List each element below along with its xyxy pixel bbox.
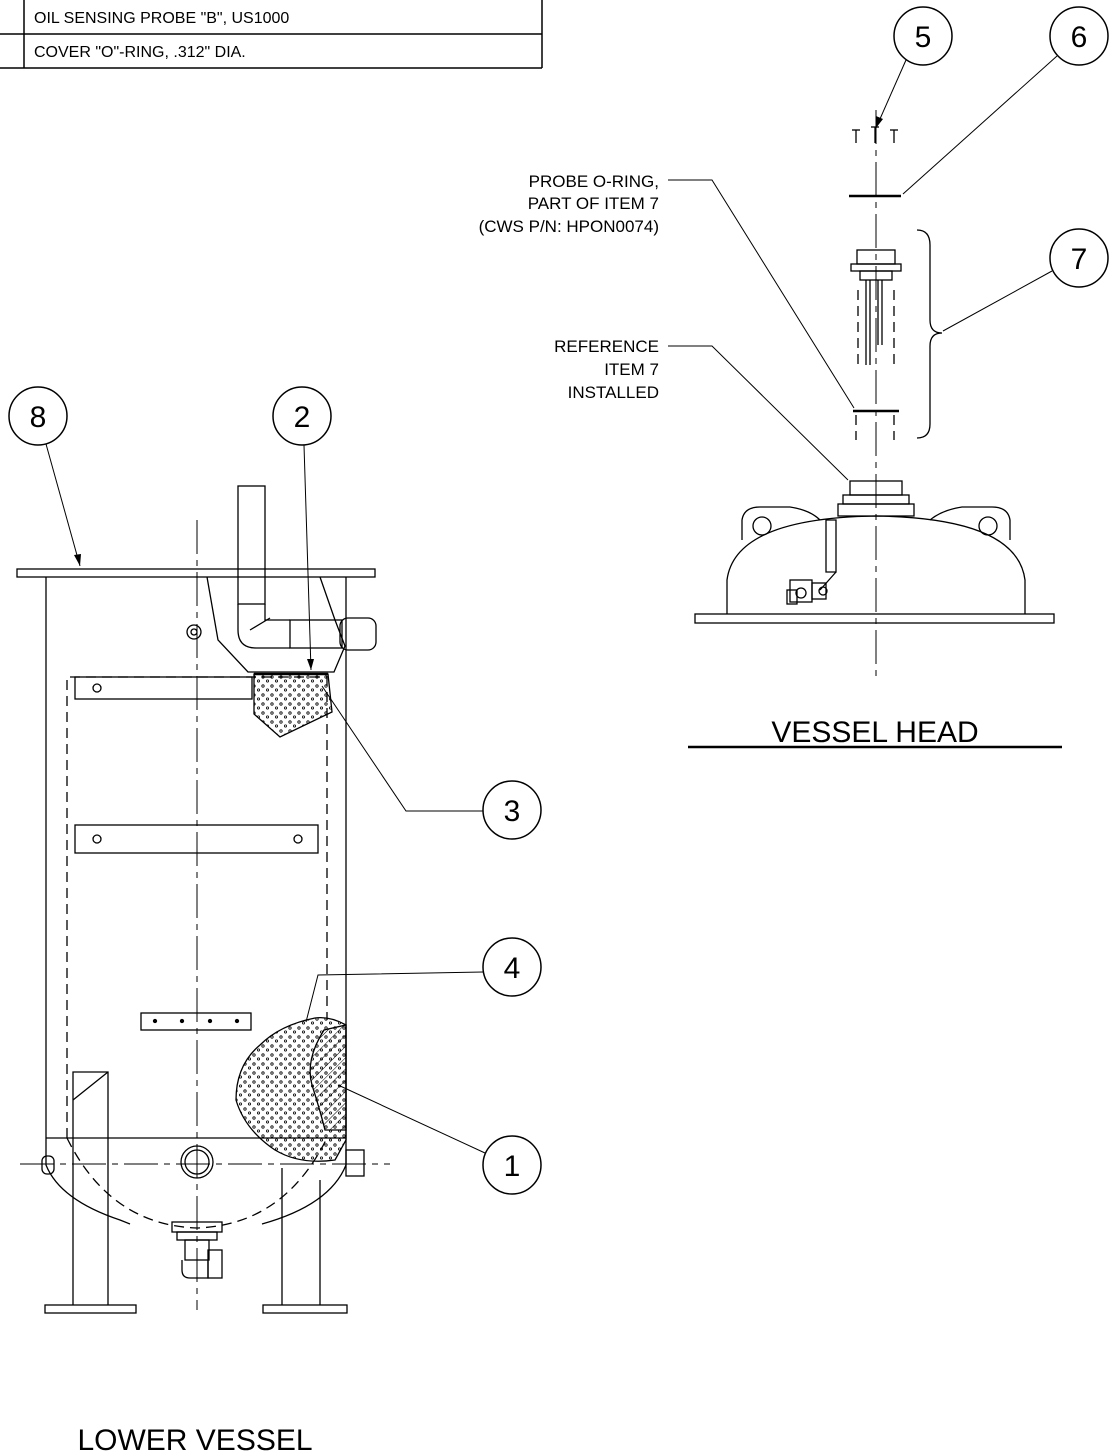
item-7-bracket [916,229,943,439]
bom-table [0,0,543,69]
callout-7: 7 [942,228,1109,332]
callout-1: 1 [337,1084,542,1195]
callout-3: 3 [321,685,542,840]
callout-5: 5 [875,6,953,129]
probe-oring-note: PROBE O-RING, PART OF ITEM 7 (CWS P/N: H… [479,172,659,236]
oil-sensing-probe [850,249,902,440]
callout-4: 4 [305,937,542,1023]
callout-8: 8 [8,386,81,567]
vessel-head-body [694,480,1055,624]
callout-2: 2 [272,386,332,671]
callout-2-number: 2 [294,401,311,434]
probe-oring-leader [668,179,855,409]
top-flange [16,568,376,578]
reference-note-line-2: ITEM 7 [604,360,659,379]
reference-note-line-1: REFERENCE [554,337,659,356]
probe-oring-note-line-2: PART OF ITEM 7 [528,194,659,213]
callout-4-number: 4 [504,952,521,985]
callout-8-number: 8 [30,401,47,434]
reference-note: REFERENCE ITEM 7 INSTALLED [554,337,659,402]
reference-leader [668,345,849,481]
lower-vessel-title: LOWER VESSEL [77,1424,312,1454]
vessel-head-view [688,110,1062,749]
vessel-head-title: VESSEL HEAD [771,716,978,749]
probe-oring-note-line-3: (CWS P/N: HPON0074) [479,217,659,236]
callout-1-number: 1 [504,1150,521,1183]
bom-row-2-description: COVER "O"-RING, .312" DIA. [34,44,246,61]
callout-6: 6 [902,6,1109,195]
callout-7-number: 7 [1071,243,1088,276]
cover-screws [852,126,898,143]
callout-5-number: 5 [915,21,932,54]
probe-oring-note-line-1: PROBE O-RING, [529,172,659,191]
lower-vessel-view [16,485,390,1314]
reference-note-line-3: INSTALLED [568,383,659,402]
callout-6-number: 6 [1071,21,1088,54]
callout-3-number: 3 [504,795,521,828]
bom-row-1-description: OIL SENSING PROBE "B", US1000 [34,10,289,27]
